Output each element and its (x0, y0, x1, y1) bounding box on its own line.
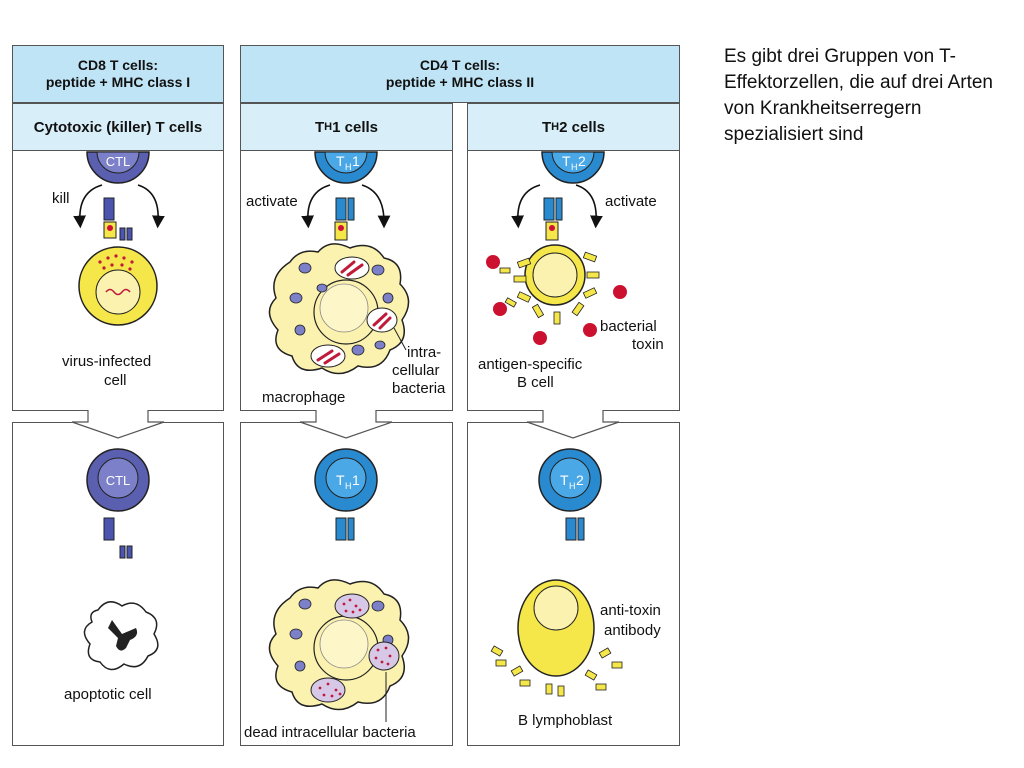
macrophage-bottom (268, 579, 410, 722)
intracellular-label-3: bacteria (392, 380, 446, 397)
header-cd4-line2: peptide + MHC class II (385, 74, 535, 90)
apoptotic-cell (83, 601, 159, 671)
subheader-th1-h: H (324, 121, 333, 133)
antibodies (490, 645, 623, 697)
apoptotic-cell-label: apoptotic cell (64, 686, 152, 703)
subheader-th1-text: 1 cells (332, 118, 378, 136)
transition-arrow-ctl (71, 410, 165, 439)
antigen-specific-label-2: B cell (517, 374, 554, 391)
intracellular-label-1: intra- (407, 344, 442, 361)
subheader-th2-text: 2 cells (559, 118, 605, 136)
th1-cell-bottom (314, 448, 378, 541)
ctl-cell-bottom (86, 448, 150, 559)
subheader-th2-h: H (551, 121, 560, 133)
intracellular-label-2: cellular (392, 362, 440, 379)
ctl-cell-top (86, 151, 150, 241)
macrophage-label: macrophage (262, 389, 346, 406)
anti-toxin-label-2: antibody (604, 622, 661, 639)
header-cd4: CD4 T cells: peptide + MHC class II (240, 45, 680, 103)
header-cd8: CD8 T cells: peptide + MHC class I (12, 45, 224, 103)
header-cd4-line1: CD4 T cells: (419, 57, 501, 73)
side-description: Es gibt drei Gruppen von T-Effektorzelle… (724, 46, 993, 145)
header-cd8-line1: CD8 T cells: (77, 57, 159, 73)
activate-arrow-th1-right (361, 184, 391, 229)
kill-label: kill (52, 190, 70, 207)
b-lymphoblast (517, 579, 595, 677)
subheader-cytotoxic-text: Cytotoxic (killer) T cells (33, 118, 203, 136)
kill-arrow-right (137, 184, 165, 229)
transition-arrow-th2 (526, 410, 620, 439)
virus-infected-cell (78, 246, 158, 326)
activate-label-th2: activate (605, 193, 657, 210)
th2-cell-bottom (538, 448, 602, 541)
b-lymphoblast-label: B lymphoblast (518, 712, 613, 729)
kill-arrow-left (73, 184, 103, 229)
activate-label-th1: activate (246, 193, 298, 210)
subheader-th2-t: T (542, 118, 552, 136)
mhc-receptor-th2 (545, 221, 559, 241)
dead-bacteria-label: dead intracellular bacteria (244, 724, 416, 741)
th1-cell-top (314, 151, 378, 221)
activate-arrow-th1-left (301, 184, 331, 229)
b-cell-top (499, 244, 600, 325)
activate-arrow-th2-right (575, 184, 603, 229)
anti-toxin-label-1: anti-toxin (600, 602, 661, 619)
mhc-receptor-th1 (334, 221, 348, 241)
mhc-receptor-ctl (103, 221, 117, 239)
bacterial-toxin-molecules (486, 255, 627, 345)
virus-infected-label-2: cell (104, 372, 127, 389)
macrophage-top (268, 243, 410, 375)
subheader-th1-t: T (315, 118, 325, 136)
header-cd8-line2: peptide + MHC class I (45, 74, 191, 90)
subheader-cytotoxic: Cytotoxic (killer) T cells (12, 103, 224, 151)
transition-arrow-th1 (299, 410, 393, 439)
virus-infected-label-1: virus-infected (62, 353, 152, 370)
activate-arrow-th2-left (511, 184, 541, 229)
bacterial-toxin-label-2: toxin (632, 336, 664, 353)
antigen-specific-label-1: antigen-specific (478, 356, 583, 373)
th2-cell-top (541, 151, 605, 221)
bacterial-toxin-label-1: bacterial (600, 318, 657, 335)
